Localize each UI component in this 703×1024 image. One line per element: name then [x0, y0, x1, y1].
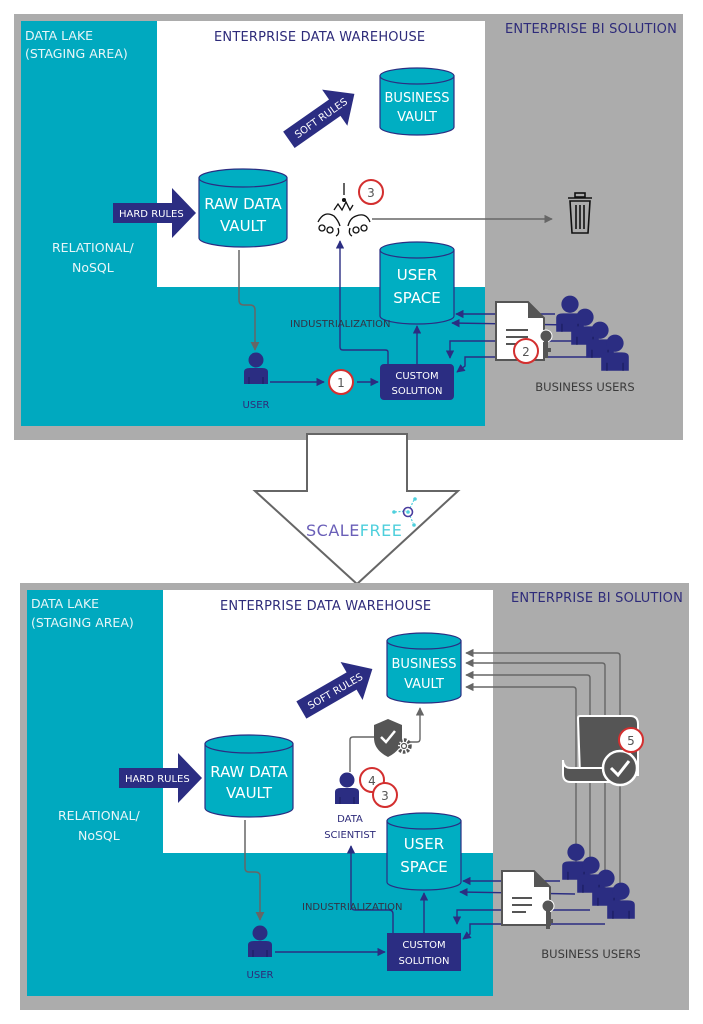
transition-arrow: SCALEFREE [252, 433, 461, 586]
user-label: USER [243, 400, 270, 411]
custom-solution-line2: SOLUTION [391, 386, 442, 397]
user-space-line1: USER [397, 266, 437, 284]
step-badge-3: 3 [358, 179, 384, 205]
raw-vault-line2: VAULT [220, 217, 267, 235]
user-space-after-line1: USER [404, 835, 444, 853]
after-diagram: ENTERPRISE BI SOLUTION ENTERPRISE DATA W… [20, 583, 689, 1010]
business-vault-line2: VAULT [397, 110, 437, 125]
hard-rules-label-after: HARD RULES [125, 774, 190, 785]
business-vault-cylinder-after: BUSINESS VAULT [386, 632, 462, 704]
industrialization-connector-after [346, 845, 394, 933]
businessusers-to-businessvault-connectors [465, 648, 621, 912]
business-vault-after-line1: BUSINESS [392, 657, 457, 672]
custom-solution-after-line2: SOLUTION [398, 956, 449, 967]
user-space-line2: SPACE [393, 289, 441, 307]
scalefree-logo-text: SCALEFREE [306, 521, 402, 540]
edw-title-after: ENTERPRISE DATA WAREHOUSE [220, 599, 431, 614]
user-space-cylinder-after: USER SPACE [386, 812, 462, 891]
data-lake-title-line1: DATA LAKE [25, 28, 93, 43]
relational-label-line1: RELATIONAL/ [52, 240, 134, 255]
conflict-icon [317, 183, 371, 237]
step-badge-2: 2 [513, 338, 539, 364]
data-scientist-line1: DATA [337, 814, 363, 825]
before-diagram: ENTERPRISE BI SOLUTION ENTERPRISE DATA W… [14, 14, 683, 440]
custom-solution-after-line1: CUSTOM [402, 940, 445, 951]
industrialization-label-after: INDUSTRIALIZATION [302, 902, 403, 913]
custom-solution-box-after: CUSTOM SOLUTION [387, 933, 461, 971]
shield-gear-icon [374, 719, 412, 757]
raw-vault-after-line1: RAW DATA [210, 763, 288, 781]
scalefree-part2: FREE [360, 521, 403, 540]
svg-text:3: 3 [367, 186, 375, 200]
svg-text:4: 4 [368, 774, 376, 788]
hard-rules-arrow-after: HARD RULES [119, 753, 202, 803]
business-vault-line1: BUSINESS [385, 91, 450, 106]
shield-to-businessvault-connector [405, 707, 425, 743]
data-scientist-line2: SCIENTIST [324, 830, 376, 841]
bi-solution-title: ENTERPRISE BI SOLUTION [505, 22, 677, 37]
relational-label-after-line1: RELATIONAL/ [58, 808, 140, 823]
bi-solution-title-after: ENTERPRISE BI SOLUTION [511, 591, 683, 606]
step-badge-1: 1 [328, 369, 354, 395]
down-arrow-icon [252, 433, 461, 586]
step-badge-5: 5 [618, 727, 644, 753]
step-badge-3-after: 3 [372, 782, 398, 808]
scientist-to-businessvault-connector [349, 736, 377, 772]
relational-label-line2: NoSQL [72, 260, 114, 275]
data-lake-title-after-line1: DATA LAKE [31, 596, 99, 611]
svg-text:3: 3 [381, 789, 389, 803]
raw-vault-line1: RAW DATA [204, 195, 282, 213]
user-label-after: USER [247, 970, 274, 981]
user-space-cylinder: USER SPACE [379, 241, 455, 325]
raw-to-user-connector-after [244, 820, 265, 921]
edw-title: ENTERPRISE DATA WAREHOUSE [214, 30, 425, 45]
raw-data-vault-cylinder-after: RAW DATA VAULT [204, 734, 294, 818]
hard-rules-label: HARD RULES [119, 209, 184, 220]
hard-rules-arrow: HARD RULES [113, 188, 196, 238]
svg-text:2: 2 [522, 345, 530, 359]
data-lake-title-line2: (STAGING AREA) [25, 46, 128, 61]
data-lake-title-after-line2: (STAGING AREA) [31, 615, 134, 630]
custom-solution-box: CUSTOM SOLUTION [380, 364, 454, 400]
raw-data-vault-cylinder: RAW DATA VAULT [198, 168, 288, 248]
relational-label-after-line2: NoSQL [78, 828, 120, 843]
scalefree-logo-icon [392, 497, 417, 527]
industrialization-connector [335, 240, 389, 364]
scalefree-part1: SCALE [306, 521, 360, 540]
industrialization-label: INDUSTRIALIZATION [290, 319, 391, 330]
custom-solution-line1: CUSTOM [395, 371, 438, 382]
raw-vault-after-line2: VAULT [226, 784, 273, 802]
raw-to-user-connector [238, 250, 260, 351]
document-key-icon-after [501, 870, 555, 929]
business-vault-cylinder: BUSINESS VAULT [379, 67, 455, 136]
svg-text:1: 1 [337, 376, 345, 390]
user-space-after-line2: SPACE [400, 858, 448, 876]
trash-icon [568, 192, 592, 234]
business-users-label: BUSINESS USERS [535, 380, 634, 394]
business-vault-after-line2: VAULT [404, 677, 444, 692]
svg-text:5: 5 [627, 734, 635, 748]
business-users-label-after: BUSINESS USERS [541, 947, 640, 961]
